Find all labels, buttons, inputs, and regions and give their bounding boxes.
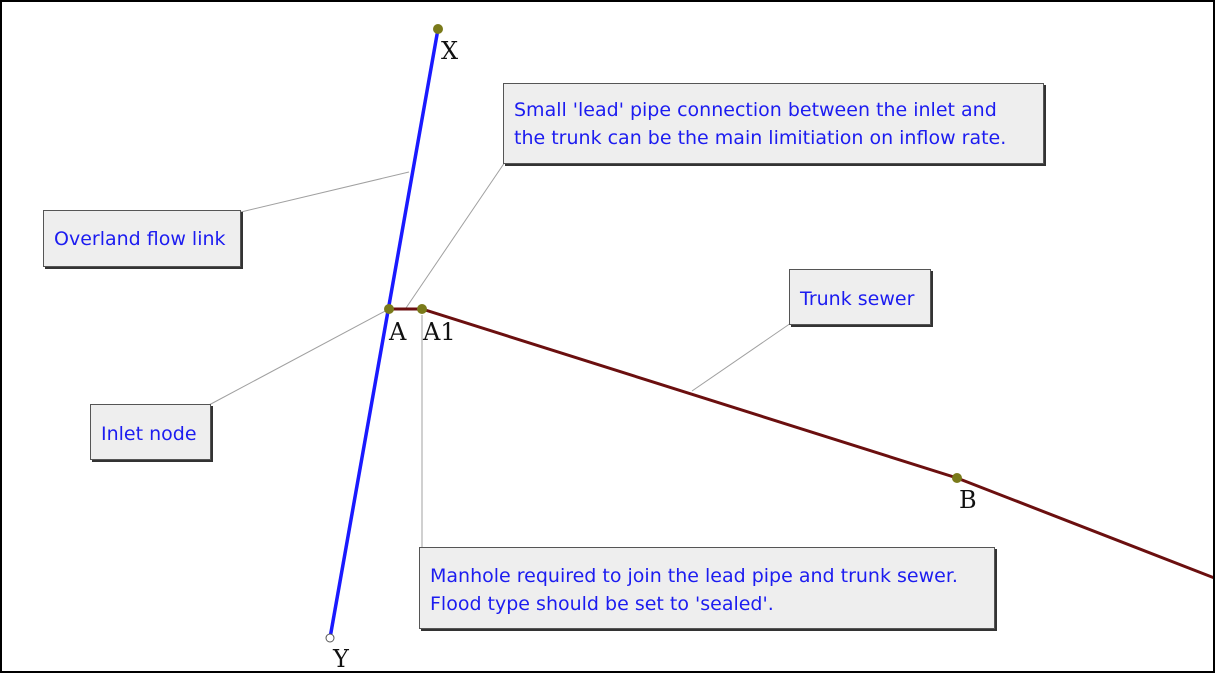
overland-flow-link-line[interactable]	[328, 28, 440, 639]
node-label-a: A	[388, 318, 407, 346]
trunk-sewer-line[interactable]	[389, 307, 1215, 580]
node-label-a1: A1	[422, 318, 456, 346]
leader-inlet-node	[208, 308, 390, 406]
node-x[interactable]	[433, 24, 443, 34]
node-y[interactable]	[325, 633, 335, 643]
callout-inlet-node: Inlet node	[90, 404, 211, 460]
node-label-x: X	[441, 37, 458, 65]
node-b[interactable]	[952, 473, 962, 483]
node-label-y: Y	[332, 645, 350, 673]
callout-trunk-sewer: Trunk sewer	[789, 269, 931, 325]
node-a1[interactable]	[417, 304, 427, 314]
node-a[interactable]	[384, 304, 394, 314]
leader-trunk-sewer	[691, 322, 792, 392]
leader-lead-pipe	[405, 161, 506, 309]
callout-manhole: Manhole required to join the lead pipe a…	[419, 547, 995, 629]
node-label-b: B	[959, 486, 977, 514]
callout-lead-pipe: Small 'lead' pipe connection between the…	[503, 83, 1044, 164]
callout-overland-flow-link: Overland flow link	[43, 210, 241, 267]
leader-overland-flow-link	[240, 171, 410, 213]
